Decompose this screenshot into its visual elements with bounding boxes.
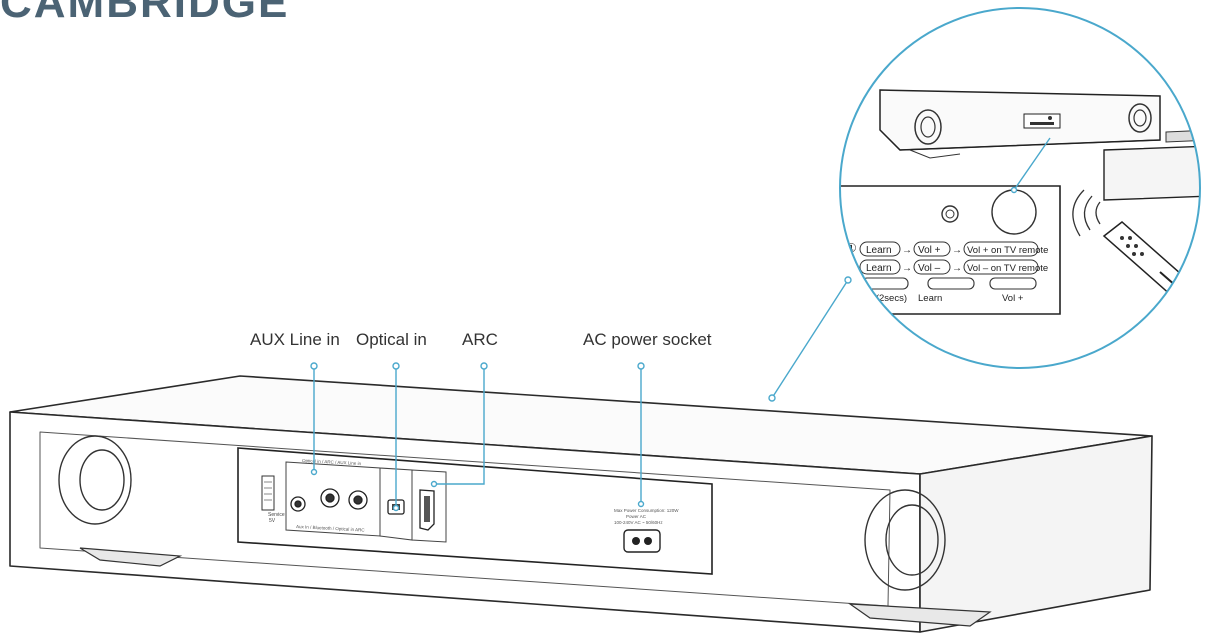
instruction-row-2: ② Learn → Vol – → Vol – on TV remote [846, 259, 1048, 275]
svg-text:→: → [952, 245, 962, 256]
panel-bottom-label: Aux In / Bluetooth / Optical in ARC [296, 524, 365, 533]
power-spec-line3: 100-240V AC ~ 50/60Hz [614, 520, 663, 525]
ac-power-socket [623, 529, 661, 553]
callout-leaders [313, 279, 849, 508]
inset-border [839, 7, 1201, 369]
callout-aux-line-in: AUX Line in [250, 330, 340, 349]
row1-vol-pill: Vol + [918, 245, 941, 256]
service-sub-label: 5V [269, 518, 276, 524]
brand-logo: CAMBRIDGE [0, 0, 290, 27]
soundbar-feet [79, 547, 992, 627]
panel-top-label: Optical in / ARC / AUX Line in [302, 458, 362, 466]
callout-optical-in: Optical in [356, 330, 427, 349]
svg-text:→: → [902, 245, 912, 256]
callout-ac-power-socket: AC power socket [583, 330, 712, 349]
power-spec-line1: Max Power Consumption: 120W [614, 508, 679, 513]
inset-leader-line [771, 279, 849, 399]
left-speaker-port [58, 435, 132, 525]
right-speaker-port [864, 489, 946, 591]
instruction-row-1: ① Learn → Vol + → Vol + on TV remote [846, 241, 1048, 257]
button-label-vol-plus: Vol + [1002, 293, 1024, 304]
physical-buttons: Vol (2secs) Learn Vol + [860, 277, 1037, 304]
svg-text:→: → [902, 263, 912, 274]
service-port [261, 475, 275, 511]
inset-content: ① Learn → Vol + → Vol + on TV remote ② L… [840, 89, 1200, 315]
row2-learn-pill: Learn [866, 263, 892, 274]
row2-vol-pill: Vol – [918, 263, 941, 274]
rca-jacks [320, 488, 368, 510]
arc-leader-line [434, 366, 485, 485]
row1-tv-pill: Vol + on TV remote [967, 245, 1048, 256]
power-spec-line2: Power AC [626, 514, 647, 519]
button-label-vol-minus: Vol (2secs) [860, 293, 907, 304]
row1-learn-pill: Learn [866, 245, 892, 256]
row2-tv-pill: Vol – on TV remote [967, 263, 1048, 274]
aux-jack [290, 496, 306, 512]
connection-panel: Service 5V Optical in / ARC / AUX Line i… [237, 447, 713, 575]
hdmi-arc-port [419, 489, 435, 531]
button-label-learn: Learn [918, 293, 942, 304]
service-label: Service [268, 512, 285, 518]
svg-text:→: → [952, 263, 962, 274]
callout-dots [310, 276, 852, 512]
row1-number: ① [846, 241, 857, 255]
callout-arc: ARC [462, 330, 498, 349]
